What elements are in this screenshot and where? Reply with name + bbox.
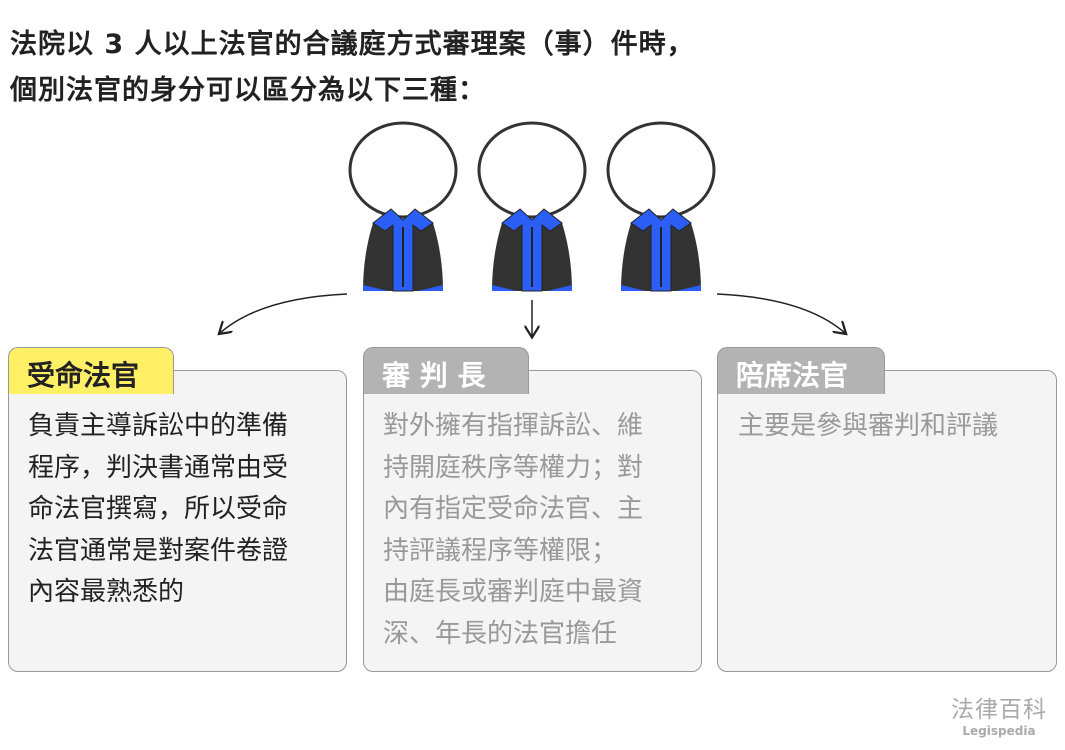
arrow-right (716, 293, 845, 333)
judge-figure-left (348, 121, 458, 293)
logo-sub: Legispedia (962, 724, 1036, 738)
role-description: 主要是參與審判和評議 (738, 411, 999, 441)
judges-illustration (0, 121, 1065, 345)
role-description: 對外擁有指揮訴訟、維 持開庭秩序等權力；對 內有指定受命法官、主 持評議程序等權… (383, 411, 644, 649)
role-label: 審 判 長 (363, 347, 529, 394)
title-line-2: 個別法官的身分可以區分為以下三種： (10, 75, 486, 106)
legispedia-logo: 法律百科 Legispedia (951, 690, 1047, 738)
role-label: 受命法官 (8, 347, 174, 394)
role-label: 陪席法官 (717, 347, 885, 394)
arrow-left (220, 293, 348, 333)
role-description: 負責主導訴訟中的準備 程序，判決書通常由受 命法官撰寫，所以受命 法官通常是對案… (28, 411, 289, 607)
logo-name: 法律百科 (951, 697, 1047, 723)
judge-figure-center (477, 121, 587, 293)
judge-figure-right (606, 121, 716, 293)
title-line-1: 法院以 3 人以上法官的合議庭方式審理案（事）件時， (10, 29, 695, 60)
